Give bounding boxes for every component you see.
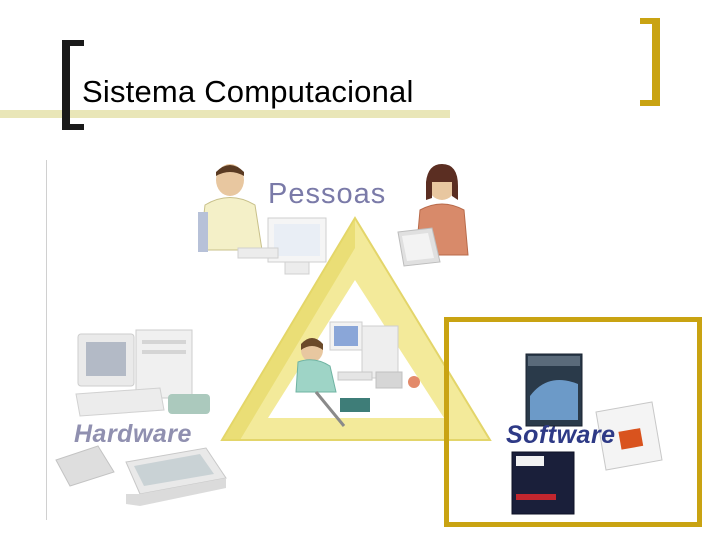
man-at-computer-icon <box>198 164 327 275</box>
right-bracket-top <box>640 18 660 24</box>
woman-with-laptop-icon <box>397 164 469 267</box>
left-divider <box>46 160 47 520</box>
hardware-label: Hardware <box>74 420 192 448</box>
left-bracket-top <box>62 40 84 46</box>
desktop-computer-icon <box>75 329 210 417</box>
software-label: Software <box>506 421 616 449</box>
software-box-icon <box>511 353 663 515</box>
software-highlight-box <box>444 317 702 527</box>
left-bracket-bottom <box>62 124 84 130</box>
slide-title: Sistema Computacional <box>82 74 414 109</box>
right-bracket <box>652 18 660 106</box>
title-underline <box>0 110 450 118</box>
person-at-workstation-icon <box>295 321 420 427</box>
left-bracket <box>62 40 70 130</box>
right-bracket-bottom <box>640 100 660 106</box>
pessoas-label: Pessoas <box>268 178 387 210</box>
scanner-icon <box>55 445 227 506</box>
